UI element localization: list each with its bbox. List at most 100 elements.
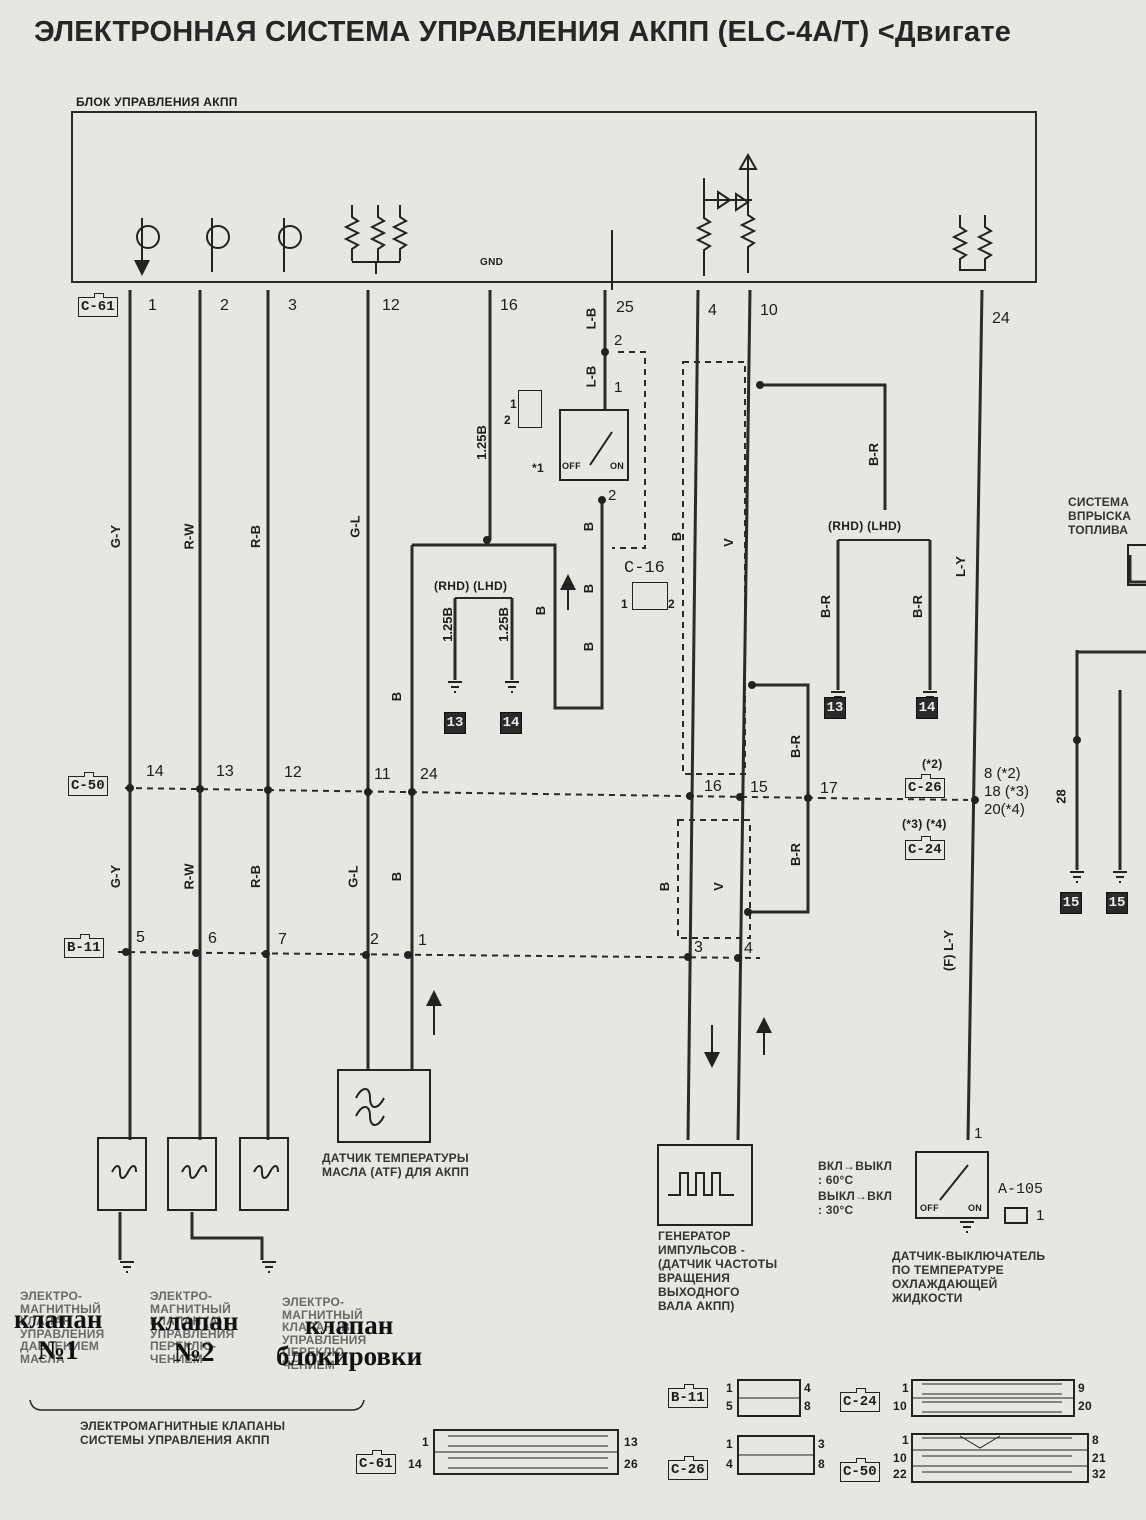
ecu-diodes bbox=[704, 190, 752, 212]
wire-label-br-2: B-R bbox=[788, 734, 804, 759]
c50-pin: 16 bbox=[704, 778, 722, 795]
dot bbox=[748, 681, 756, 689]
ground-14: 14 bbox=[500, 712, 522, 734]
wire-label-rw-2: R-W bbox=[181, 863, 197, 890]
ecu-driver-2 bbox=[206, 225, 230, 249]
face-pin: 21 bbox=[1092, 1451, 1106, 1465]
face-pin: 1 bbox=[726, 1381, 733, 1395]
face-pin: 20 bbox=[1078, 1399, 1092, 1413]
wire-label-ly-f: (F) L-Y bbox=[941, 929, 957, 972]
dot bbox=[598, 496, 606, 504]
ecu-pin: 3 bbox=[288, 297, 297, 314]
c50-right bbox=[819, 797, 969, 801]
ecu-pin: 24 bbox=[992, 310, 1010, 327]
coolant-switch-label: ПО ТЕМПЕРАТУРЕ bbox=[892, 1263, 1004, 1277]
atf-sensor-label-1: ДАТЧИК ТЕМПЕРАТУРЫ bbox=[322, 1151, 469, 1165]
wire-label-lb-2: L-B bbox=[583, 365, 599, 388]
dot bbox=[408, 788, 416, 796]
conn-pin: 1 bbox=[510, 397, 517, 411]
ecu-box bbox=[71, 111, 1037, 283]
connector-c61: C-61 bbox=[78, 293, 118, 317]
switch-on: ON bbox=[610, 461, 625, 471]
face-pin: 32 bbox=[1092, 1467, 1106, 1481]
c50-pin: 13 bbox=[216, 763, 234, 780]
valve-2 bbox=[167, 1137, 217, 1211]
ecu-pin: 1 bbox=[148, 297, 157, 314]
switch-pin: 2 bbox=[608, 487, 617, 504]
c50-pin: 24 bbox=[420, 766, 438, 783]
pulse-gen-label: (ДАТЧИК ЧАСТОТЫ bbox=[658, 1257, 778, 1271]
face-pin: 13 bbox=[624, 1435, 638, 1449]
switch-box bbox=[559, 409, 629, 481]
c26-pin-note: 8 (*2) bbox=[984, 765, 1021, 782]
coolant-off: OFF bbox=[920, 1203, 939, 1213]
dot bbox=[804, 794, 812, 802]
wire-label-gy-2: G-Y bbox=[108, 864, 124, 889]
ground-symbol bbox=[448, 681, 462, 693]
ground-symbol bbox=[1113, 871, 1127, 883]
ground-symbol bbox=[1070, 871, 1084, 883]
face-pin: 1 bbox=[726, 1437, 733, 1451]
c26-pin-note: 18 (*3) bbox=[984, 783, 1030, 800]
face-pin: 4 bbox=[804, 1381, 811, 1395]
b11-pin: 7 bbox=[278, 931, 287, 948]
c50-row bbox=[124, 787, 821, 799]
face-pin: 26 bbox=[624, 1457, 638, 1471]
wire-label-gl: G-L bbox=[347, 515, 363, 538]
coolant-switch-box bbox=[915, 1151, 989, 1219]
wire-label-br-3: B-R bbox=[788, 842, 804, 867]
gnd-label: GND bbox=[480, 257, 504, 268]
coolant-on: ON bbox=[968, 1203, 983, 1213]
wire-label-br-lhd: B-R bbox=[910, 594, 926, 619]
injection-system-label-3: ТОПЛИВА bbox=[1068, 523, 1129, 537]
coolant-switch-lever bbox=[939, 1164, 969, 1201]
c24-face-cells bbox=[922, 1383, 1062, 1413]
ecu-ref bbox=[738, 152, 758, 170]
pin-28: 28 bbox=[1053, 789, 1069, 804]
dot bbox=[756, 381, 764, 389]
c16-pin: 2 bbox=[668, 597, 675, 611]
c50-pin: 14 bbox=[146, 763, 164, 780]
b11-pin: 1 bbox=[418, 932, 427, 949]
face-b11-conn: B-11 bbox=[668, 1384, 708, 1408]
valves-group-label-2: СИСТЕМЫ УПРАВЛЕНИЯ АКПП bbox=[80, 1433, 270, 1447]
valve-3 bbox=[239, 1137, 289, 1211]
pulse-gen-label: ИМПУЛЬСОВ - bbox=[658, 1243, 745, 1257]
c16-connector-icon bbox=[632, 582, 668, 610]
c50-face-cells bbox=[922, 1435, 1072, 1473]
ecu-pin: 16 bbox=[500, 297, 518, 314]
face-pin: 4 bbox=[726, 1457, 733, 1471]
dot bbox=[122, 948, 130, 956]
face-pin: 14 bbox=[408, 1457, 422, 1471]
c50-pin: 15 bbox=[750, 779, 768, 796]
ecu-pin: 12 bbox=[382, 297, 400, 314]
wire-label-b-4: B bbox=[581, 583, 597, 594]
wire-label-br: B-R bbox=[866, 442, 882, 467]
coolant-switch-label: ЖИДКОСТИ bbox=[892, 1291, 963, 1305]
wire-label-125b: 1.25B bbox=[473, 425, 489, 460]
c16-pin: 1 bbox=[621, 597, 628, 611]
face-c61-conn: C-61 bbox=[356, 1450, 396, 1474]
ground-14-b: 14 bbox=[916, 697, 938, 719]
wire-pulse2 bbox=[736, 289, 752, 1141]
ground-symbol bbox=[505, 681, 519, 693]
ecu-label: БЛОК УПРАВЛЕНИЯ АКПП bbox=[76, 95, 238, 109]
wire-label-ly: L-Y bbox=[952, 556, 968, 577]
temp-note: ВЫКЛ→ВКЛ bbox=[818, 1189, 893, 1203]
wire-pulse1 bbox=[686, 289, 700, 1141]
face-pin: 8 bbox=[818, 1457, 825, 1471]
ecu-driver-3 bbox=[278, 225, 302, 249]
dot bbox=[736, 793, 744, 801]
injection-system-label-2: ВПРЫСКА bbox=[1068, 509, 1132, 523]
face-pin: 8 bbox=[1092, 1433, 1099, 1447]
b11-pin: 5 bbox=[136, 929, 145, 946]
rhd-lhd-label-2: (RHD) (LHD) bbox=[828, 519, 902, 533]
wire-label-rb: R-B bbox=[248, 524, 264, 549]
temp-note: : 60°C bbox=[818, 1173, 854, 1187]
temp-note: ВКЛ→ВЫКЛ bbox=[818, 1159, 893, 1173]
wire-label-125b-rhd: 1.25B bbox=[439, 607, 455, 642]
switch-off: OFF bbox=[562, 461, 581, 471]
